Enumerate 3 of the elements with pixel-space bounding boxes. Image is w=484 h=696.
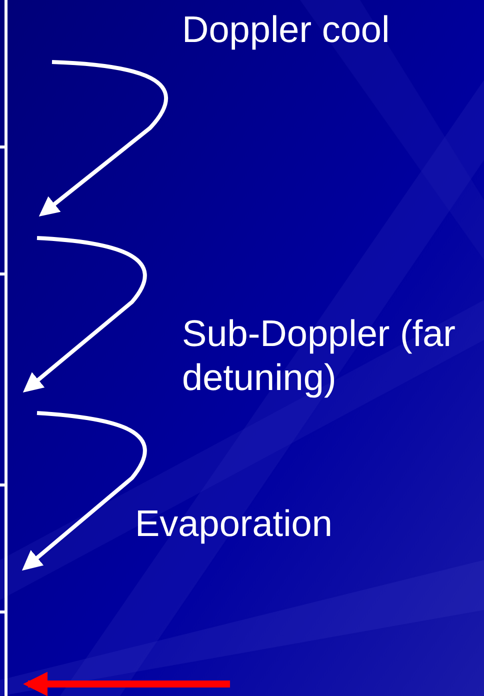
stage-label: Evaporation — [135, 502, 334, 546]
stage-label: Sub-Doppler (far detuning) — [182, 312, 457, 400]
stage-label: Doppler cool — [182, 8, 391, 52]
